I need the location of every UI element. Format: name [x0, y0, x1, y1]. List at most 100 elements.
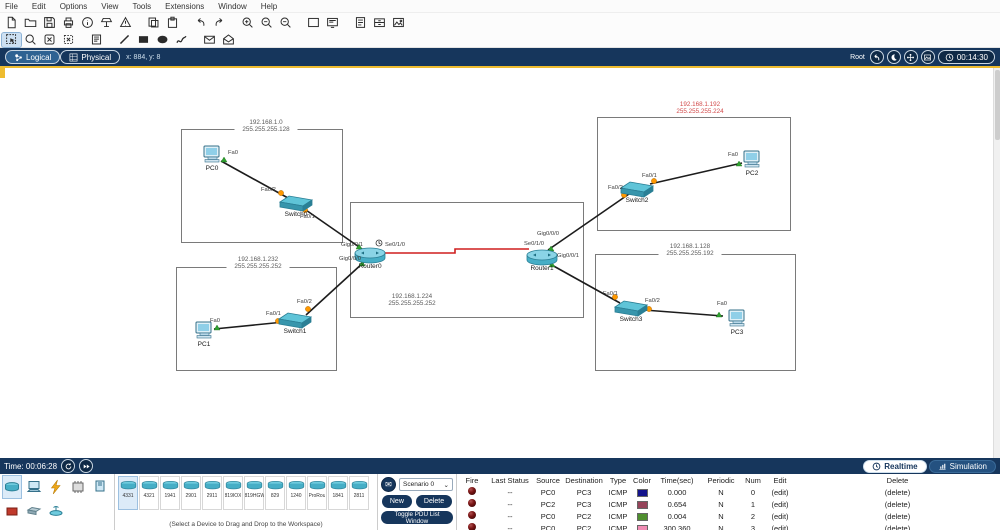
fire-icon[interactable]	[468, 523, 476, 530]
tab-realtime[interactable]: Realtime	[863, 459, 927, 473]
environment-button[interactable]	[886, 50, 901, 64]
link[interactable]	[220, 160, 289, 199]
link[interactable]	[305, 261, 365, 316]
device-pc0[interactable]: PC0	[203, 145, 220, 172]
fire-icon[interactable]	[468, 499, 476, 507]
device-pc3[interactable]: PC3	[728, 309, 745, 336]
delete-button[interactable]	[40, 33, 59, 47]
undo-button[interactable]	[191, 14, 210, 31]
shelf-device-819IOX[interactable]: 819IOX	[223, 476, 243, 510]
info-button[interactable]	[78, 14, 97, 31]
link[interactable]	[549, 263, 621, 304]
hubs-category-icon[interactable]	[25, 500, 43, 522]
pdu-edit-link[interactable]: (edit)	[771, 523, 789, 530]
menu-item-view[interactable]: View	[101, 1, 119, 11]
fast-forward-time-button[interactable]	[79, 459, 94, 473]
device-switch0[interactable]: Switch0	[278, 195, 314, 218]
select-button[interactable]	[1, 31, 22, 48]
routers-category-icon[interactable]	[2, 475, 22, 499]
connections-category-icon[interactable]	[47, 476, 65, 498]
desktops-category-icon[interactable]	[91, 476, 109, 498]
shelf-device-2811[interactable]: 2811	[349, 476, 369, 510]
pdu-edit-link[interactable]: (edit)	[771, 511, 789, 521]
draw-ellipse-button[interactable]	[153, 33, 172, 47]
device-router1[interactable]: Router1	[526, 249, 558, 272]
canvas-vertical-scrollbar[interactable]	[993, 68, 1000, 458]
link[interactable]	[302, 207, 363, 250]
copy-button[interactable]	[144, 14, 163, 31]
draw-line-button[interactable]	[115, 33, 134, 47]
component-red-category-icon[interactable]	[3, 500, 21, 522]
image-capture-button[interactable]	[389, 14, 408, 31]
shelf-device-2911[interactable]: 2911	[202, 476, 222, 510]
pdu-delete-link[interactable]: (delete)	[884, 511, 911, 521]
shelf-device-1841[interactable]: 1841	[328, 476, 348, 510]
end-devices-category-icon[interactable]	[25, 476, 43, 498]
menu-item-tools[interactable]: Tools	[132, 1, 152, 11]
tab-logical[interactable]: Logical	[5, 50, 61, 64]
add-complex-pdu-button[interactable]	[219, 33, 238, 47]
drawing-palette-button[interactable]	[304, 14, 323, 31]
open-folder-button[interactable]	[21, 14, 40, 31]
new-file-button[interactable]	[2, 14, 21, 31]
shelf-device-4321[interactable]: 4321	[139, 476, 159, 510]
pan-view-button[interactable]	[903, 50, 918, 64]
shelf-device-1941[interactable]: 1941	[160, 476, 180, 510]
inspect-button[interactable]	[21, 33, 40, 47]
shelf-device-829[interactable]: 829	[265, 476, 285, 510]
save-button[interactable]	[40, 14, 59, 31]
activity-wizard-button[interactable]	[97, 14, 116, 31]
place-note-button[interactable]	[87, 33, 106, 47]
custom-devices-button[interactable]	[323, 14, 342, 31]
pdu-fire[interactable]	[457, 510, 487, 522]
pdu-fire[interactable]	[457, 486, 487, 498]
pdu-delete-link[interactable]: (delete)	[884, 499, 911, 509]
device-switch3[interactable]: Switch3	[613, 300, 649, 323]
pdu-fire[interactable]	[457, 498, 487, 510]
add-simple-pdu-button[interactable]	[200, 33, 219, 47]
device-switch1[interactable]: Switch1	[277, 312, 313, 335]
scenario-new-button[interactable]: New	[381, 495, 412, 508]
print-button[interactable]	[59, 14, 78, 31]
link[interactable]	[649, 162, 743, 185]
tab-simulation[interactable]: Simulation	[928, 459, 996, 473]
menu-item-window[interactable]: Window	[218, 1, 247, 11]
resize-shape-button[interactable]	[59, 33, 78, 47]
menu-item-edit[interactable]: Edit	[31, 1, 46, 11]
menu-item-extensions[interactable]: Extensions	[165, 1, 205, 11]
power-cycle-devices-button[interactable]	[61, 459, 76, 473]
shelf-device-819HGW[interactable]: 819HGW	[244, 476, 264, 510]
fire-icon[interactable]	[468, 487, 476, 495]
environment-time[interactable]: 00:14:30	[937, 50, 995, 64]
back-navigation-button[interactable]	[869, 50, 884, 64]
tab-physical[interactable]: Physical	[60, 50, 121, 64]
alert-button[interactable]	[116, 14, 135, 31]
toggle-pdu-list-button[interactable]: Toggle PDU List Window	[381, 511, 453, 525]
pdu-envelope-button[interactable]: ✉	[381, 477, 396, 492]
paste-button[interactable]	[163, 14, 182, 31]
device-pc2[interactable]: PC2	[743, 150, 760, 177]
link[interactable]	[643, 309, 724, 317]
components-category-icon[interactable]	[69, 476, 87, 498]
device-switch2[interactable]: Switch2	[619, 181, 655, 204]
viewport-snapshot-button[interactable]	[920, 50, 935, 64]
pdu-edit-link[interactable]: (edit)	[771, 499, 789, 509]
shelf-device-1240[interactable]: 1240	[286, 476, 306, 510]
zoom-out-button[interactable]	[276, 14, 295, 31]
shelf-device-4331[interactable]: 4331	[118, 476, 138, 510]
device-router0[interactable]: Router0	[354, 247, 386, 270]
menu-item-help[interactable]: Help	[260, 1, 278, 11]
wireless-category-icon[interactable]	[47, 500, 65, 522]
file-drawer-button[interactable]	[370, 14, 389, 31]
zoom-reset-button[interactable]	[257, 14, 276, 31]
network-info-button[interactable]	[351, 14, 370, 31]
device-pc1[interactable]: PC1	[195, 321, 212, 348]
scenario-select[interactable]: Scenario 0 ⌄	[399, 478, 453, 491]
pdu-delete-link[interactable]: (delete)	[884, 487, 911, 497]
menu-item-options[interactable]: Options	[59, 1, 88, 11]
link[interactable]	[383, 248, 529, 254]
link[interactable]	[213, 321, 285, 330]
pdu-fire[interactable]	[457, 522, 487, 530]
redo-button[interactable]	[210, 14, 229, 31]
